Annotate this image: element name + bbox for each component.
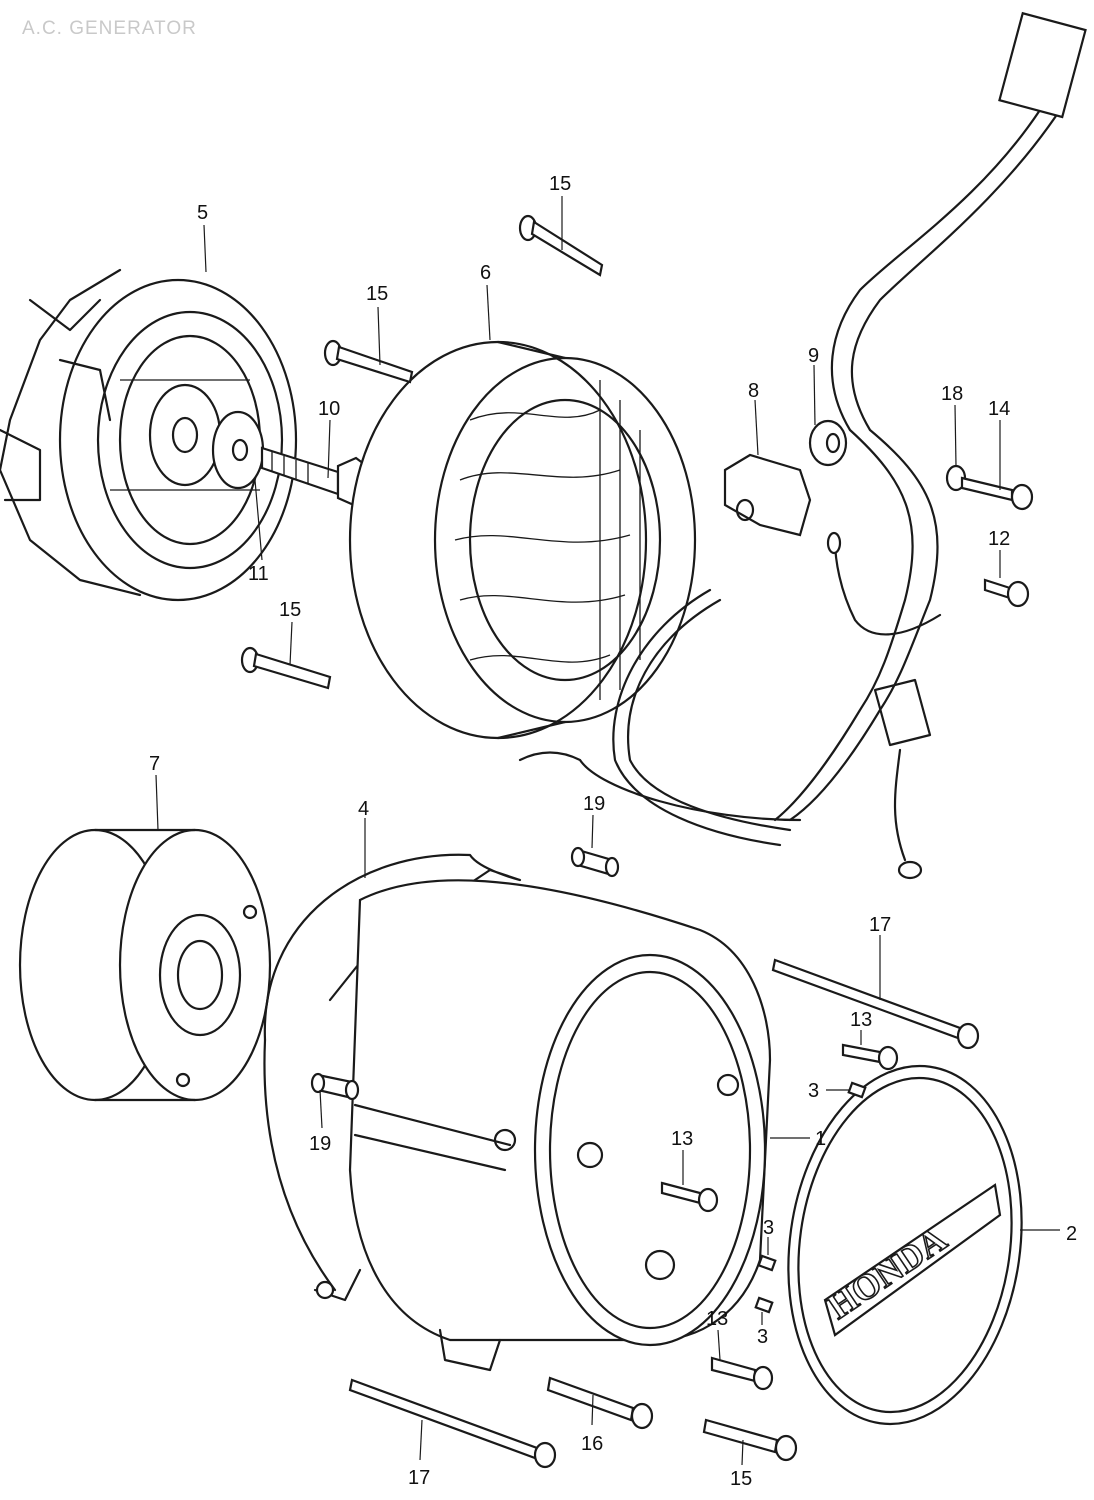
callout-15: 15 xyxy=(279,599,301,621)
nut-part-3-lower xyxy=(754,1296,774,1314)
callout-3: 3 xyxy=(757,1326,768,1348)
callout-16: 16 xyxy=(581,1433,603,1455)
clamp-part-8 xyxy=(723,453,812,537)
callout-6: 6 xyxy=(480,262,491,284)
screw-part-12 xyxy=(983,578,1030,608)
pulse-generator-part-7 xyxy=(18,828,272,1102)
nut-part-3-top xyxy=(847,1081,867,1099)
diagram-title: A.C. GENERATOR xyxy=(22,18,197,39)
callout-7: 7 xyxy=(149,753,160,775)
screw-part-16 xyxy=(546,1376,654,1430)
callout-11: 11 xyxy=(248,563,269,585)
callout-18: 18 xyxy=(941,383,963,405)
callout-19: 19 xyxy=(309,1133,331,1155)
callout-15: 15 xyxy=(366,283,388,305)
callout-5: 5 xyxy=(197,202,208,224)
stator-part-6 xyxy=(348,340,697,740)
bolt-part-15-top xyxy=(518,214,604,277)
callout-2: 2 xyxy=(1066,1223,1077,1245)
screw-part-13-middle xyxy=(660,1181,719,1213)
leader-lines xyxy=(155,196,1060,1466)
generator-cover-part-1 xyxy=(313,879,772,1372)
callout-4: 4 xyxy=(358,798,369,820)
screw-part-15-bottom xyxy=(702,1418,798,1462)
screw-part-13-upper xyxy=(841,1043,899,1071)
callout-10: 10 xyxy=(318,398,340,420)
callout-13: 13 xyxy=(706,1308,728,1330)
callout-17: 17 xyxy=(869,914,891,936)
screw-part-14 xyxy=(960,476,1034,511)
callout-15: 15 xyxy=(549,173,571,195)
grommet-part-9 xyxy=(808,419,848,467)
callout-9: 9 xyxy=(808,345,819,367)
callout-14: 14 xyxy=(988,398,1010,420)
cover-plate-part-2: HONDA xyxy=(787,1064,1023,1426)
callout-15: 15 xyxy=(730,1468,752,1490)
nut-part-3-middle xyxy=(757,1254,777,1272)
bolt-part-17-lower xyxy=(348,1378,557,1469)
wiring-harness xyxy=(518,11,1087,880)
callout-3: 3 xyxy=(808,1080,819,1102)
gasket-part-4 xyxy=(263,853,522,1292)
sleeve-part-19-lower xyxy=(310,1072,360,1101)
callout-19: 19 xyxy=(583,793,605,815)
callout-12: 12 xyxy=(988,528,1010,550)
callout-13: 13 xyxy=(671,1128,693,1150)
rotor-part-5 xyxy=(0,268,298,602)
bolt-part-15-lower xyxy=(240,646,332,690)
callout-8: 8 xyxy=(748,380,759,402)
callout-labels: 1 2 3 3 3 4 5 6 7 8 9 10 11 12 13 13 13 … xyxy=(149,173,1077,1490)
callout-17: 17 xyxy=(408,1467,430,1489)
bolt-part-15-upper xyxy=(323,339,414,384)
washer-part-11 xyxy=(211,410,265,490)
callout-3: 3 xyxy=(763,1217,774,1239)
bolt-part-17-upper xyxy=(771,958,980,1050)
callout-13: 13 xyxy=(850,1009,872,1031)
sleeve-part-19-upper xyxy=(570,846,620,878)
callout-1: 1 xyxy=(815,1128,826,1150)
screw-part-13-lower xyxy=(710,1356,774,1391)
